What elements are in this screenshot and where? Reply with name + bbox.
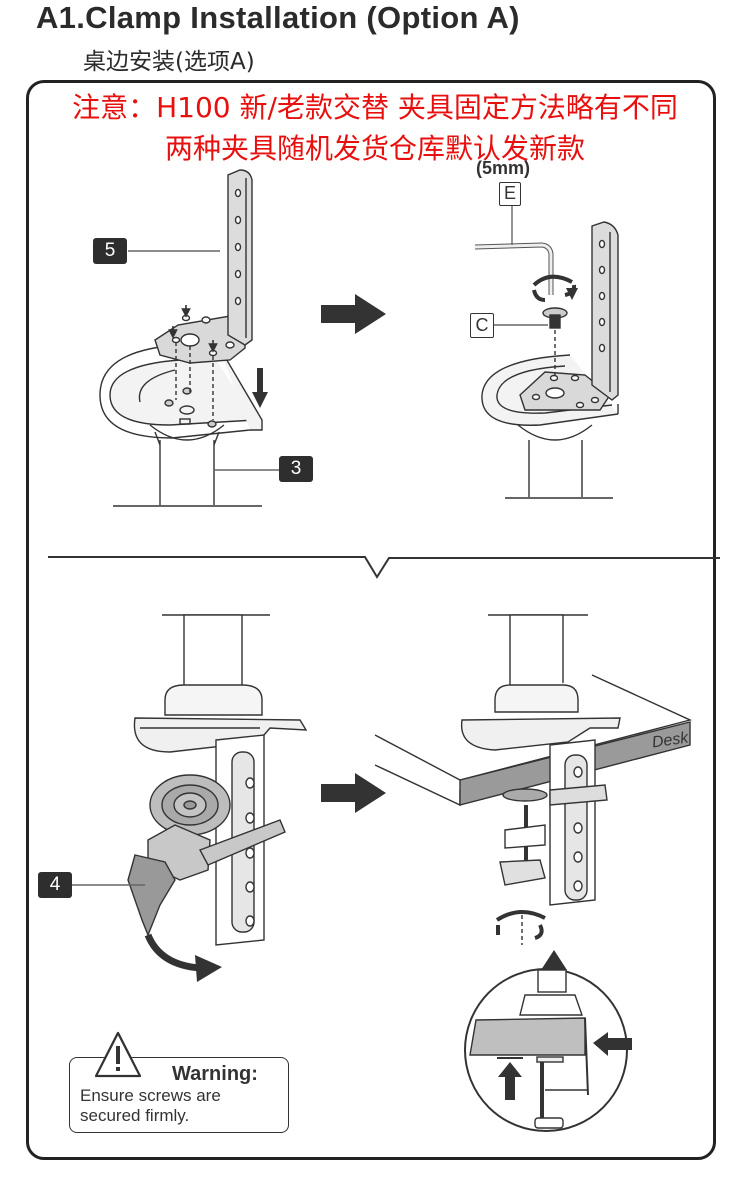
part-label-E: E xyxy=(499,182,521,206)
page-subtitle: 桌边安装(选项A) xyxy=(83,49,255,75)
warning-line-1: Ensure screws are xyxy=(80,1086,221,1105)
part-label-5: 5 xyxy=(93,238,127,264)
tool-size-label: (5mm) xyxy=(476,158,531,178)
rotate-icon xyxy=(495,910,546,922)
instruction-frame xyxy=(26,80,716,1160)
part-label-4: 4 xyxy=(38,872,72,898)
down-arrow-icon xyxy=(252,368,268,408)
step3-illustration xyxy=(72,614,308,982)
notice-line-1: 注意：H100 新/老款交替 夹具固定方法略有不同 xyxy=(72,91,678,124)
left-arrow-icon xyxy=(593,1032,632,1056)
step4-illustration xyxy=(374,614,693,1132)
arrow-right-icon xyxy=(321,294,386,334)
clamp-knob xyxy=(127,854,176,937)
rotate-icon xyxy=(532,274,573,287)
notice-line-2: 两种夹具随机发货仓库默认发新款 xyxy=(164,132,585,165)
warning-title: Warning: xyxy=(172,1063,258,1085)
warning-line-2: secured firmly. xyxy=(80,1106,190,1125)
arrow-right-icon xyxy=(321,773,386,813)
rotate-arrow-icon xyxy=(144,933,201,972)
page-title: A1.Clamp Installation (Option A) xyxy=(36,0,520,35)
section-divider xyxy=(48,556,720,579)
step1-illustration xyxy=(99,169,280,507)
part-label-3: 3 xyxy=(279,456,313,482)
part-label-C: C xyxy=(470,313,494,338)
step2-illustration xyxy=(474,205,619,499)
up-arrow-icon xyxy=(541,950,567,970)
up-arrow-icon xyxy=(498,1062,522,1100)
mount-plate xyxy=(154,315,246,364)
